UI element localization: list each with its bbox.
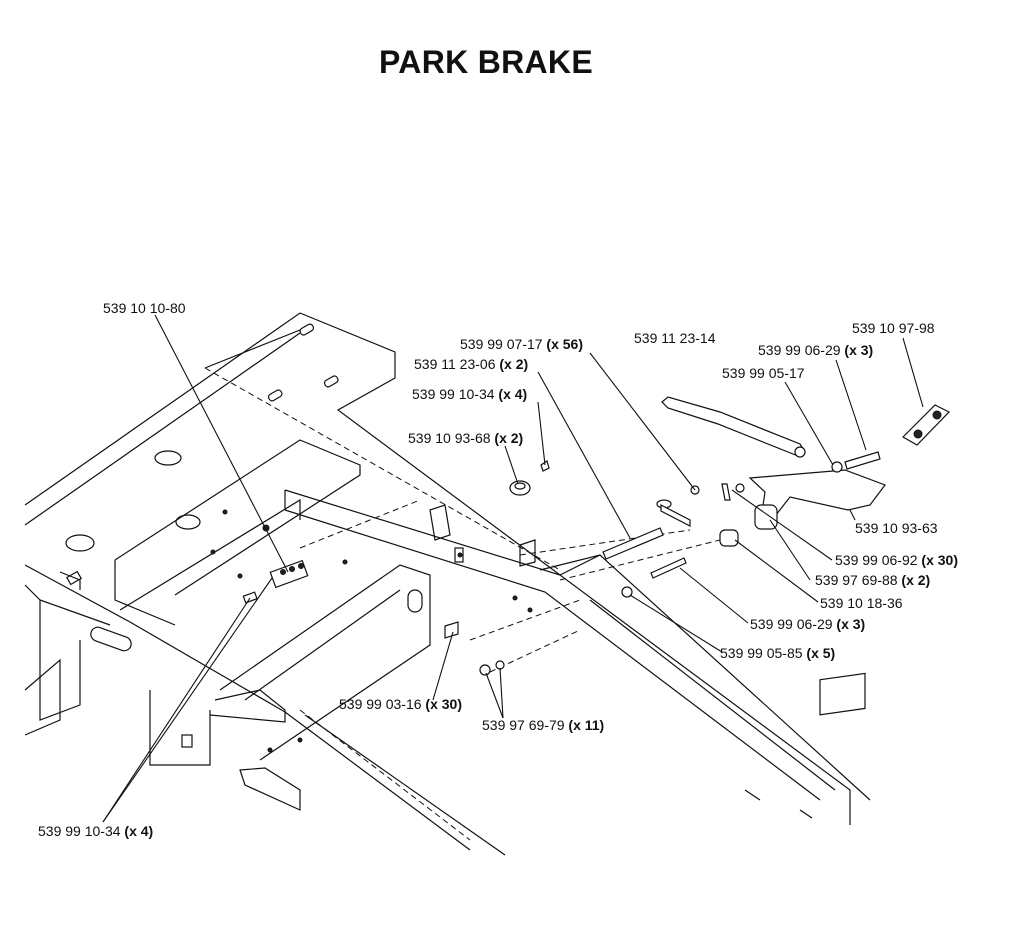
part-quantity: (x 2) (901, 572, 931, 588)
part-quantity: (x 56) (546, 336, 583, 352)
part-quantity: (x 3) (844, 342, 874, 358)
part-quantity: (x 30) (425, 696, 462, 712)
part-number: 539 99 05-17 (722, 365, 805, 381)
callout-switch: 539 10 10-80 (103, 300, 186, 316)
decal (902, 404, 951, 446)
callout-screw-upper: 539 99 10-34 (x 4) (412, 386, 527, 402)
part-number: 539 99 03-16 (339, 696, 422, 712)
callout-decal: 539 10 97-98 (852, 320, 935, 336)
callout-spacer: 539 10 18-36 (820, 595, 903, 611)
part-quantity: (x 2) (494, 430, 524, 446)
callout-screw: 539 99 07-17 (x 56) (460, 336, 583, 352)
callout-rod: 539 11 23-14 (634, 330, 715, 346)
part-number: 539 99 05-85 (720, 645, 803, 661)
page-title: PARK BRAKE (379, 44, 593, 80)
callout-pedal: 539 10 93-63 (855, 520, 938, 536)
part-quantity: (x 30) (921, 552, 958, 568)
callout-pedal-pin: 539 99 06-29 (x 3) (758, 342, 873, 358)
part-number: 539 97 69-79 (482, 717, 565, 733)
callout-bushing: 539 10 93-68 (x 2) (408, 430, 523, 446)
part-number: 539 99 06-92 (835, 552, 918, 568)
part-quantity: (x 11) (568, 717, 605, 733)
part-quantity: (x 3) (836, 616, 866, 632)
callout-lower-clip: 539 99 05-85 (x 5) (720, 645, 835, 661)
callout-clip: 539 99 06-92 (x 30) (835, 552, 958, 568)
tractor-frame (24, 312, 871, 856)
bushing (509, 480, 531, 496)
part-number: 539 11 23-06 (414, 356, 496, 372)
leader-lines (102, 314, 924, 823)
part-number: 539 99 06-29 (750, 616, 833, 632)
part-number: 539 10 97-98 (852, 320, 935, 336)
brake-parts (242, 396, 951, 676)
part-number: 539 99 07-17 (460, 336, 543, 352)
callout-washer: 539 99 05-17 (722, 365, 805, 381)
part-quantity: (x 5) (806, 645, 836, 661)
callout-screw-lower: 539 99 10-34 (x 4) (38, 823, 153, 839)
part-number: 539 97 69-88 (815, 572, 898, 588)
callout-bearing: 539 97 69-88 (x 2) (815, 572, 930, 588)
part-number: 539 10 93-63 (855, 520, 938, 536)
callout-pin: 539 11 23-06 (x 2) (414, 356, 528, 372)
part-number: 539 11 23-14 (634, 330, 716, 346)
callout-lower-pin: 539 99 06-29 (x 3) (750, 616, 865, 632)
part-number: 539 99 10-34 (412, 386, 495, 402)
part-quantity: (x 4) (124, 823, 154, 839)
part-number: 539 99 10-34 (38, 823, 121, 839)
part-number: 539 10 18-36 (820, 595, 903, 611)
callout-nut: 539 97 69-79 (x 11) (482, 717, 604, 733)
part-number: 539 10 93-68 (408, 430, 491, 446)
part-number: 539 99 06-29 (758, 342, 841, 358)
part-quantity: (x 2) (499, 356, 529, 372)
callout-bolt: 539 99 03-16 (x 30) (339, 696, 462, 712)
part-number: 539 10 10-80 (103, 300, 186, 316)
part-quantity: (x 4) (498, 386, 528, 402)
brake-switch (242, 559, 309, 604)
